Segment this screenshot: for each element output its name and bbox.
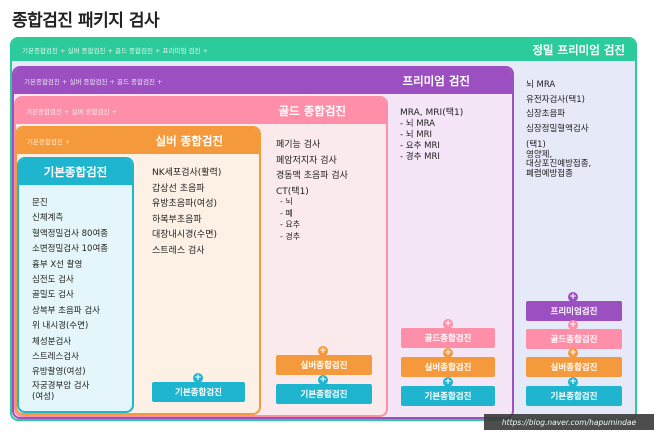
premium-plus-name: 정밀 프리미엄 검진 (532, 43, 625, 57)
premium-item: - 요추 MRI (400, 141, 440, 151)
page-title: 종합검진 패키지 검사 (12, 11, 160, 31)
gold-name: 골드 종합검진 (278, 104, 346, 118)
basic-item: 자궁경부암 검사 (32, 380, 90, 391)
gold-header: 기본종합검진 + 실버 종합검진 + 골드 종합검진 (16, 98, 386, 124)
premium-plus-header: 기본종합검진 + 실버 종합검진 + 골드 종합검진 + 프리미엄 검진 + 정… (12, 39, 635, 61)
premium-plus-note-line: 폐렴예방접종 (526, 168, 573, 179)
plus-icon: + (193, 373, 203, 383)
gold-basic-button[interactable]: 기본종합검진 (276, 384, 372, 404)
basic-item: 체성분검사 (32, 336, 72, 347)
gold-ct-option: - 경추 (280, 231, 301, 241)
basic-item: 혈액정밀검사 80여종 (32, 228, 109, 239)
plus-icon: + (443, 348, 453, 358)
gold-item: 폐기능 검사 (276, 140, 321, 150)
basic-item: 스트레스검사 (32, 352, 79, 363)
gold-item-list: 폐기능 검사 폐암저지자 검사 경동맥 초음파 검사 CT(택1) (276, 138, 348, 200)
basic-name: 기본종합검진 (43, 165, 108, 179)
gold-ct-option: - 뇌 (280, 197, 293, 206)
silver-item: NK세포검사(활력) (152, 168, 222, 178)
plus-icon: + (443, 319, 453, 329)
premium-silver-button[interactable]: 실버종합검진 (401, 357, 495, 377)
gold-ct-options: - 뇌 - 폐 - 요추 - 경추 (280, 196, 300, 242)
silver-item: 스트레스 검사 (152, 245, 205, 256)
gold-item: 폐암저지자 검사 (276, 155, 337, 166)
premium-plus-item: 심장정밀혈액검사 (526, 123, 589, 134)
basic-item: 소변정밀검사 10여종 (32, 244, 109, 255)
premium-header: 기본종합검진 + 실버 종합검진 + 골드 종합검진 + 프리미엄 검진 (14, 68, 512, 94)
silver-basic-button[interactable]: 기본종합검진 (152, 382, 245, 402)
gold-crumb: 기본종합검진 + 실버 종합검진 + (26, 108, 117, 116)
gold-item: 경동맥 초음파 검사 (276, 171, 348, 181)
plus-icon: + (568, 320, 578, 330)
basic-item: 신체계측 (32, 213, 64, 224)
premium-plus-item: 유전자검사(택1) (526, 94, 585, 105)
silver-header: 기본종합검진 + 실버 종합검진 (17, 128, 259, 154)
premium-plus-item: 심장초음파 (526, 109, 566, 119)
basic-item: 흉부 X선 촬영 (32, 259, 83, 270)
premium-plus-note-line: (택1) (526, 140, 546, 150)
premium-plus-option-note: (택1) 영양제, 대상포진예방접종, 폐렴예방접종 (526, 140, 592, 179)
plus-icon: + (318, 375, 328, 385)
premium-item: - 경추 MRI (400, 152, 440, 162)
gold-ct-option: - 폐 (280, 208, 293, 218)
basic-item: 위 내시경(수면) (32, 321, 89, 332)
silver-item: 갑상선 초음파 (152, 183, 205, 194)
premium-item: - 뇌 MRA (400, 119, 436, 129)
plus-icon: + (318, 346, 328, 356)
premium-plus-basic-button[interactable]: 기본종합검진 (526, 386, 622, 406)
premium-plus-note-line: 영양제, (526, 149, 553, 160)
gold-item: CT(택1) (276, 186, 309, 197)
silver-name: 실버 종합검진 (155, 134, 223, 148)
premium-plus-item-list: 뇌 MRA 유전자검사(택1) 심장초음파 심장정밀혈액검사 (526, 78, 589, 136)
premium-item: MRA, MRI(택1) (400, 108, 464, 118)
premium-plus-silver-button[interactable]: 실버종합검진 (526, 357, 622, 377)
premium-plus-note-line: 대상포진예방접종, (526, 159, 592, 169)
basic-item: 문진 (32, 198, 48, 208)
premium-item: - 뇌 MRI (400, 130, 433, 140)
basic-item-list: 문진 신체계측 혈액정밀검사 80여종 소변정밀검사 10여종 흉부 X선 촬영… (32, 196, 108, 403)
plus-icon: + (443, 377, 453, 387)
basic-item: (여성) (32, 391, 55, 402)
gold-ct-option: - 요추 (280, 220, 301, 229)
silver-item: 하복부초음파 (152, 214, 202, 225)
premium-plus-gold-button[interactable]: 골드종합검진 (526, 329, 622, 349)
plus-icon: + (568, 348, 578, 358)
silver-item: 대장내시경(수면) (152, 230, 217, 240)
blog-watermark: https://blog.naver.com/hapumindae (484, 414, 654, 430)
silver-item: 유방초음파(여성) (152, 199, 217, 209)
premium-basic-button[interactable]: 기본종합검진 (401, 386, 495, 406)
premium-plus-item: 뇌 MRA (526, 80, 556, 90)
premium-name: 프리미엄 검진 (402, 74, 470, 88)
silver-item-list: NK세포검사(활력) 갑상선 초음파 유방초음파(여성) 하복부초음파 대장내시… (152, 166, 221, 259)
basic-item: 골밀도 검사 (32, 290, 74, 301)
premium-plus-crumb: 기본종합검진 + 실버 종합검진 + 골드 종합검진 + 프리미엄 검진 + (22, 47, 208, 55)
plus-icon: + (568, 377, 578, 387)
basic-tier: 기본종합검진 (17, 157, 134, 413)
premium-crumb: 기본종합검진 + 실버 종합검진 + 골드 종합검진 + (24, 78, 163, 86)
gold-silver-button[interactable]: 실버종합검진 (276, 355, 372, 375)
silver-crumb: 기본종합검진 + (27, 138, 71, 146)
premium-item-list: MRA, MRI(택1) - 뇌 MRA - 뇌 MRI - 요추 MRI - … (400, 108, 463, 163)
basic-header: 기본종합검진 (19, 159, 132, 185)
premium-plus-premium-button[interactable]: 프리미엄검진 (526, 301, 622, 321)
basic-item: 상복부 초음파 검사 (32, 305, 100, 316)
basic-item: 유방촬영(여성) (32, 367, 86, 378)
basic-item: 심전도 검사 (32, 275, 74, 286)
premium-gold-button[interactable]: 골드종합검진 (401, 328, 495, 348)
plus-icon: + (568, 292, 578, 302)
